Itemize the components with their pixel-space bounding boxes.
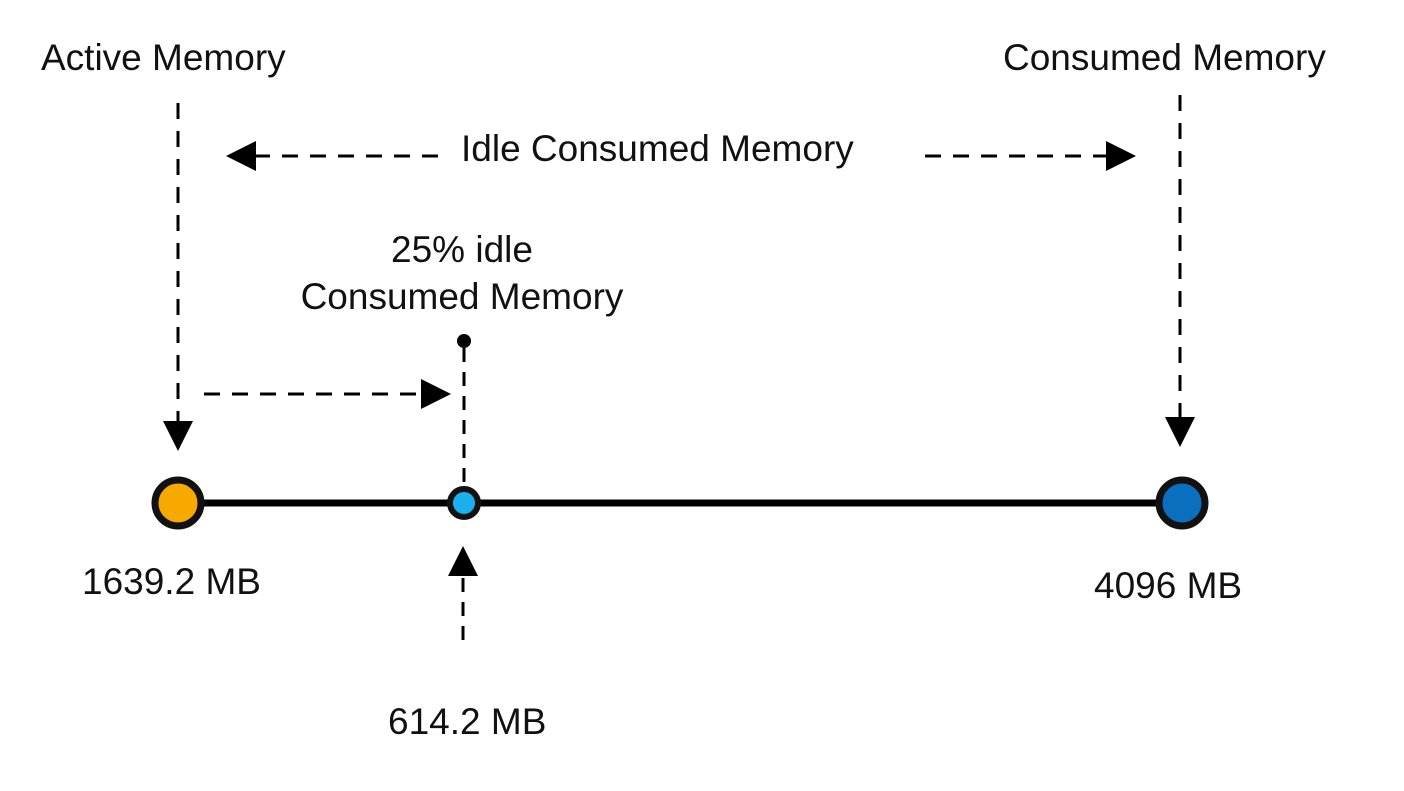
idle-consumed-memory-label: Idle Consumed Memory: [461, 128, 854, 169]
target-memory-node: [447, 486, 481, 520]
consumed-memory-node: [1155, 476, 1209, 530]
active-value-label: 1639.2 MB: [82, 561, 261, 602]
pct-idle-label-line2: Consumed Memory: [300, 276, 624, 317]
active-memory-label: Active Memory: [41, 37, 286, 78]
consumed-value-label: 4096 MB: [1094, 565, 1243, 606]
active-memory-node: [151, 476, 205, 530]
pct-idle-label-line1: 25% idle: [391, 229, 533, 270]
pct-idle-marker-dot: [457, 334, 471, 348]
target-value-label: 614.2 MB: [388, 701, 547, 742]
consumed-memory-label: Consumed Memory: [1003, 37, 1326, 78]
